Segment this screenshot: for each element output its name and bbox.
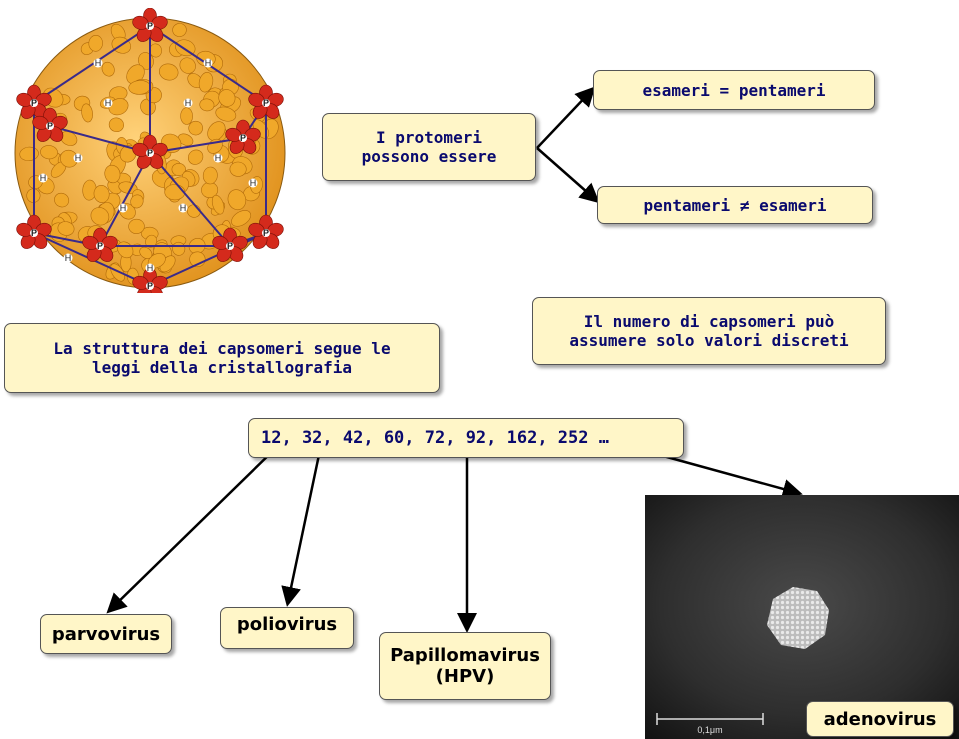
adenovirus-box: adenovirus (806, 701, 954, 737)
hexamer-lobe (227, 189, 247, 211)
hexamer-lobe (199, 98, 215, 112)
arrow-to-adenovirus (644, 449, 803, 499)
capsid-edge (33, 25, 151, 104)
pentamer-label: P (147, 148, 153, 158)
option-unequal-text: pentameri ≠ esameri (643, 195, 827, 215)
hexamer-lobe (179, 57, 196, 74)
option-equal-box: esameri = pentameri (593, 70, 875, 110)
hexamer-lobe (139, 246, 153, 259)
papilloma-box: Papillomavirus (HPV) (379, 632, 551, 700)
hexamer-lobe (158, 63, 179, 81)
hexamer-lobe (60, 149, 78, 168)
adenovirus-micrograph: 0,1μm (645, 495, 959, 739)
parvovirus-label: parvovirus (51, 623, 161, 645)
hexamer-lobe (180, 107, 193, 125)
hexamer-lobe (171, 162, 186, 177)
hexamer-lobe (128, 218, 145, 234)
capsid-edge (149, 152, 231, 247)
numero-box: Il numero di capsomeri può assumere solo… (532, 297, 886, 365)
values-box: 12, 32, 42, 60, 72, 92, 162, 252 … (248, 418, 684, 458)
hexamer-lobe (211, 194, 225, 215)
option-equal-text: esameri = pentameri (642, 80, 826, 100)
pentamer-label: P (31, 98, 37, 108)
hexamer-lobe (140, 98, 156, 116)
values-text: 12, 32, 42, 60, 72, 92, 162, 252 … (261, 428, 609, 448)
hexamer-label: H (147, 263, 154, 273)
hexamer-label: H (95, 58, 102, 68)
hexamer-label: H (40, 173, 47, 183)
hexamer-label: H (205, 58, 212, 68)
hexamer-lobe (198, 72, 214, 93)
hexamer-lobe (104, 164, 121, 184)
hexamer-label: H (75, 153, 82, 163)
hexamer-lobe (101, 61, 115, 77)
poliovirus-box: poliovirus (220, 607, 354, 649)
arrow-to-equal (536, 86, 596, 149)
scale-bar: 0,1μm (656, 713, 764, 735)
pentamer-label: P (97, 241, 103, 251)
hexamer-lobe (218, 89, 236, 107)
hexamer-lobe (229, 161, 247, 177)
hexamer-lobe (88, 35, 103, 52)
hexamer-lobe (207, 121, 226, 141)
numero-text: Il numero di capsomeri può assumere solo… (569, 312, 849, 350)
hexamer-lobe (90, 207, 110, 226)
hexamer-lobe (187, 149, 204, 165)
hexamer-lobe (110, 263, 125, 282)
hexamer-lobe (231, 210, 252, 227)
hexamer-label: H (180, 203, 187, 213)
pentamer-units (16, 8, 284, 293)
parvovirus-box: parvovirus (40, 614, 172, 654)
protomeri-box: I protomeri possono essere (322, 113, 536, 181)
hexamer-lobe (40, 145, 58, 160)
hexamer-label: H (65, 253, 72, 263)
hexamer-lobe (54, 192, 70, 208)
hexamer-lobe (215, 106, 237, 122)
hexamer-lobe (108, 117, 124, 133)
scale-bar-label: 0,1μm (697, 725, 722, 735)
hexamer-lobe (177, 133, 194, 146)
hexamer-label: H (120, 203, 127, 213)
pentamer-label: P (147, 281, 153, 291)
papilloma-label: Papillomavirus (HPV) (390, 645, 540, 687)
struttura-box: La struttura dei capsomeri segue le legg… (4, 323, 440, 393)
arrow-to-poliovirus (281, 449, 322, 607)
hexamer-lobe (57, 221, 75, 236)
option-unequal-box: pentameri ≠ esameri (597, 186, 873, 224)
hexamer-lobe (145, 234, 158, 248)
hexamer-lobe (172, 23, 187, 37)
hexamer-lobe (93, 185, 110, 203)
hexamer-lobe (81, 103, 93, 123)
arrow-to-unequal (536, 147, 600, 204)
hexamer-label: H (250, 178, 257, 188)
poliovirus-label: poliovirus (236, 614, 338, 635)
hexamer-lobe (108, 98, 129, 116)
pentamer-label: P (47, 121, 53, 131)
protomeri-text: I protomeri possono essere (361, 128, 497, 166)
hexamer-label: H (105, 98, 112, 108)
pentamer-label: P (263, 98, 269, 108)
pentamer-label: P (240, 133, 246, 143)
hexamer-label: H (185, 98, 192, 108)
pentamer-label: P (147, 21, 153, 31)
hexamer-lobe (188, 120, 203, 136)
hexamer-label: H (215, 153, 222, 163)
pentamer-label: P (227, 241, 233, 251)
arrow-to-parvovirus (106, 445, 279, 614)
hexamer-lobe (202, 166, 218, 185)
struttura-text: La struttura dei capsomeri segue le legg… (53, 339, 391, 377)
hexamer-lobe (130, 194, 144, 209)
adenovirus-label: adenovirus (823, 708, 937, 730)
pentamer-label: P (31, 228, 37, 238)
pentamer-label: P (263, 228, 269, 238)
